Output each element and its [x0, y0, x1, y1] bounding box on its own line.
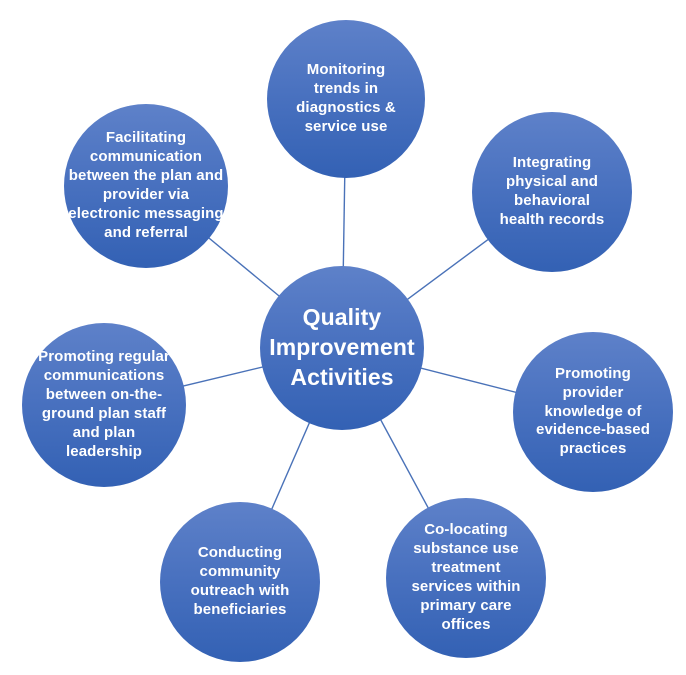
node-integrating-records: Integrating physical and behavioral heal… — [472, 112, 632, 272]
node-promoting-knowledge: Promoting provider knowledge of evidence… — [513, 332, 673, 492]
node-regular-communications-label: Promoting regular communications between… — [38, 348, 170, 460]
node-promoting-knowledge-label: Promoting provider knowledge of evidence… — [536, 364, 650, 458]
node-co-locating-services: Co-locating substance use treatment serv… — [386, 498, 546, 658]
node-facilitating-communication-label: Facilitating communication between the p… — [68, 129, 224, 241]
node-center-label: Quality Improvement Activities — [269, 304, 415, 390]
node-co-locating-services-label: Co-locating substance use treatment serv… — [411, 521, 521, 633]
node-facilitating-communication: Facilitating communication between the p… — [64, 104, 228, 268]
node-regular-communications: Promoting regular communications between… — [22, 323, 186, 487]
node-integrating-records-label: Integrating physical and behavioral heal… — [499, 154, 605, 228]
node-center-quality-improvement: Quality Improvement Activities — [260, 266, 424, 430]
node-monitoring-trends: Monitoring trends in diagnostics & servi… — [267, 20, 425, 178]
node-community-outreach-label: Conducting community outreach with benef… — [190, 544, 290, 618]
node-monitoring-trends-label: Monitoring trends in diagnostics & servi… — [296, 61, 396, 135]
node-community-outreach: Conducting community outreach with benef… — [160, 502, 320, 662]
